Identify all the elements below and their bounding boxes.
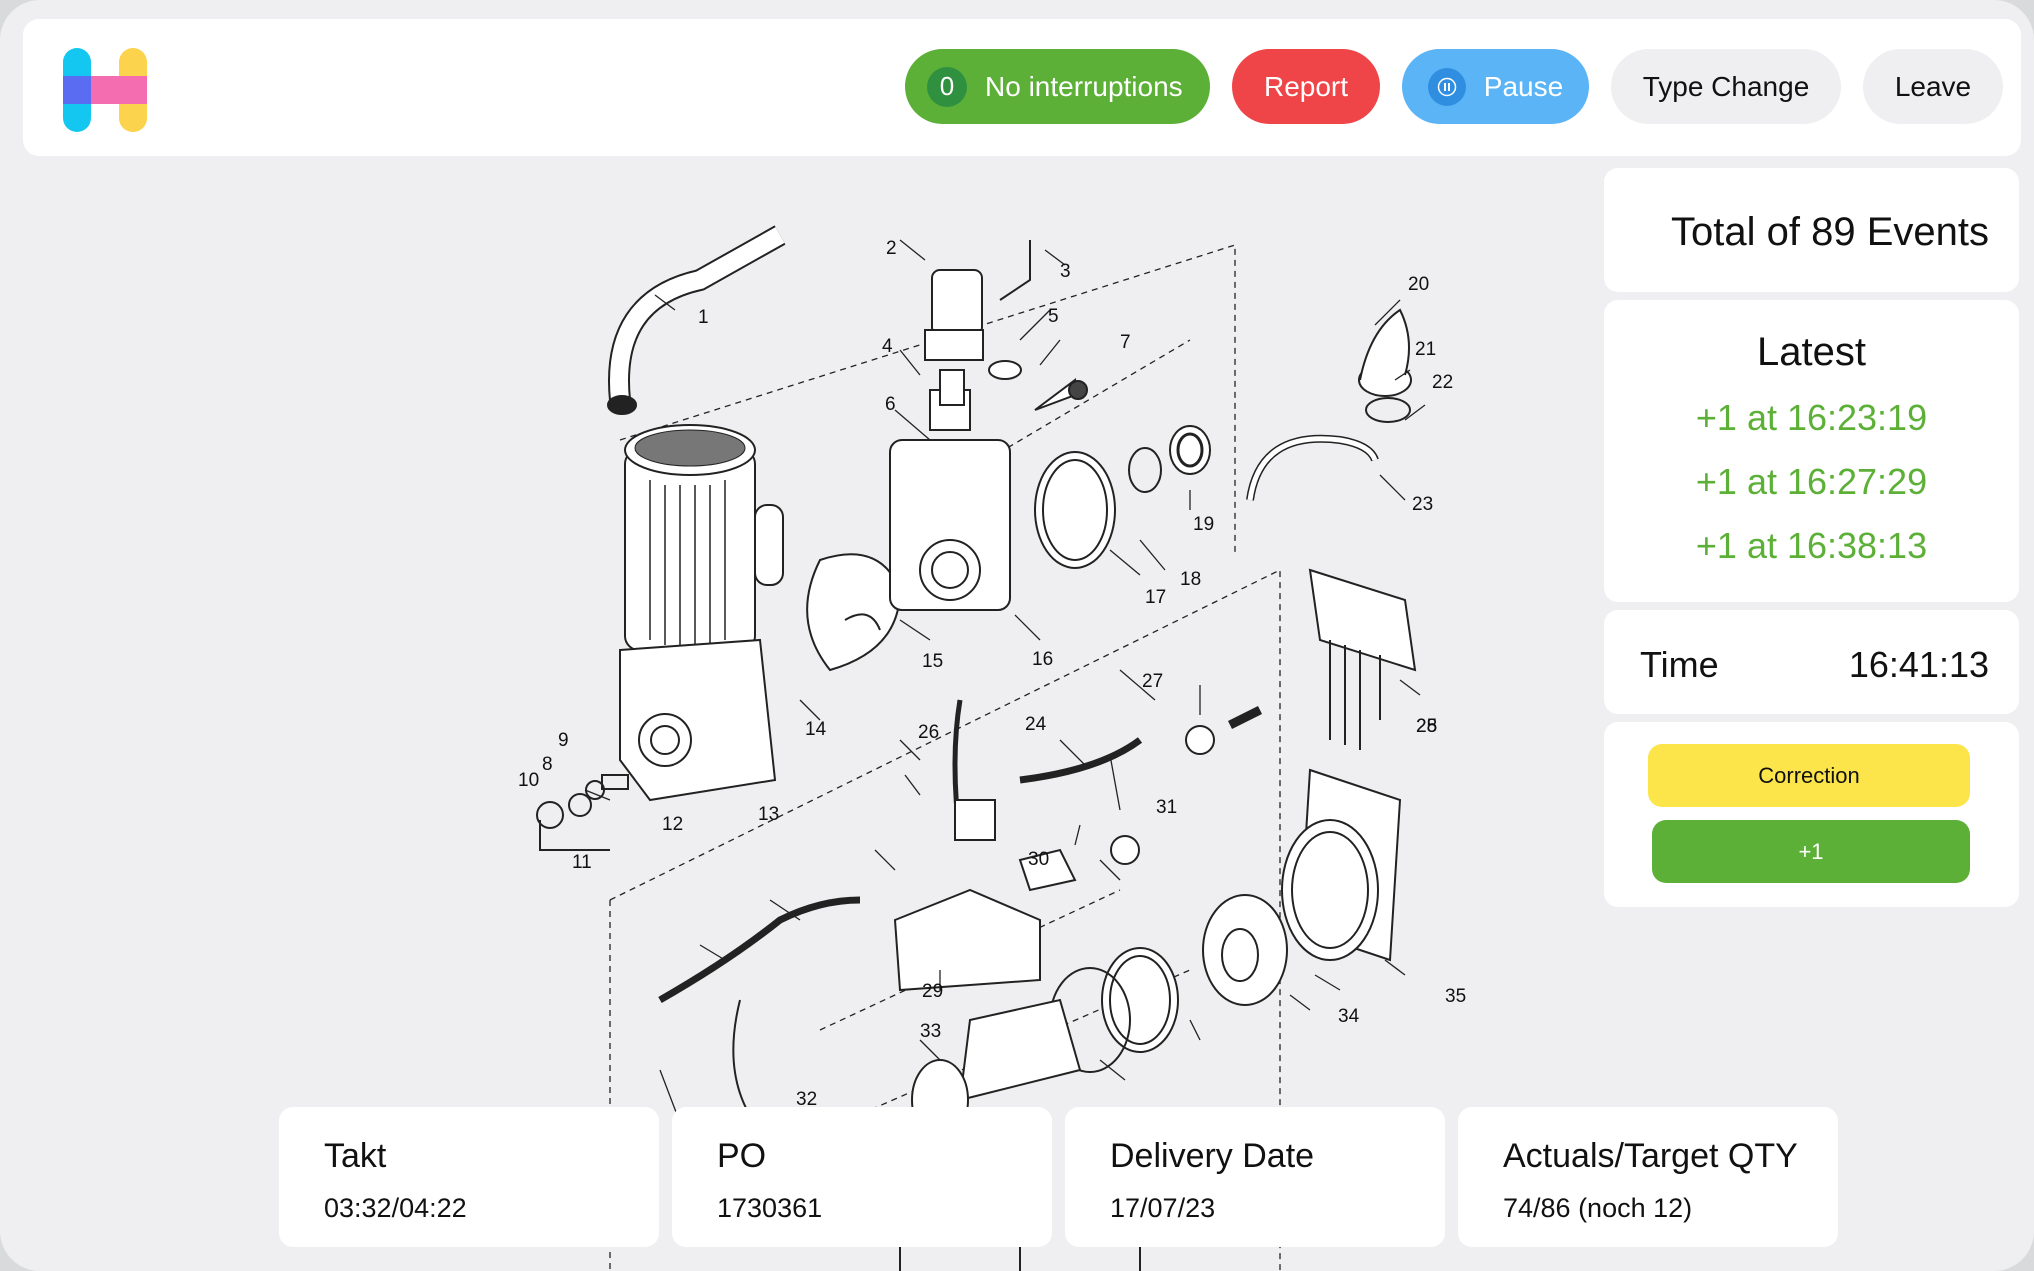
part-label: 27 [1142, 671, 1163, 692]
leave-button[interactable]: Leave [1863, 49, 2003, 124]
takt-label: Takt [324, 1137, 387, 1175]
part-label: 14 [805, 719, 827, 740]
part-label: 26 [918, 722, 939, 743]
part-label: 32 [796, 1089, 817, 1110]
part-label: 7 [1120, 332, 1131, 353]
part-label: 30 [1028, 849, 1049, 870]
time-label: Time [1640, 644, 1719, 685]
part-label: 6 [885, 394, 896, 415]
total-events-card: Total of 89 Events [1604, 168, 2019, 292]
actions-card: Correction +1 [1604, 722, 2019, 907]
delivery-date-card: Delivery Date 17/07/23 [1065, 1107, 1445, 1247]
part-label: 4 [882, 336, 893, 357]
part-label: 20 [1408, 274, 1429, 295]
part-label: 21 [1415, 339, 1436, 360]
part-label: 22 [1432, 372, 1453, 393]
part-label: 9 [558, 730, 569, 751]
pause-label: Pause [1483, 70, 1564, 102]
latest-title: Latest [1757, 330, 1866, 374]
latest-event-item: +1 at 16:23:19 [1695, 397, 1928, 438]
pause-button[interactable]: Pause [1402, 49, 1589, 124]
part-label: 35 [1445, 986, 1466, 1007]
quantity-card: Actuals/Target QTY 74/86 (noch 12) [1458, 1107, 1838, 1247]
report-button[interactable]: Report [1232, 49, 1380, 124]
part-label: 24 [1025, 714, 1047, 735]
add-one-button[interactable]: +1 [1652, 820, 1970, 883]
quantity-value: 74/86 (noch 12) [1503, 1193, 1693, 1223]
part-label: 29 [922, 981, 943, 1002]
part-label: 5 [1048, 306, 1059, 327]
part-label: 16 [1032, 649, 1053, 670]
part-label: 13 [758, 804, 779, 825]
part-label: 1 [698, 307, 709, 328]
part-label: 18 [1180, 569, 1201, 590]
type-change-button[interactable]: Type Change [1611, 49, 1841, 124]
latest-event-item: +1 at 16:27:29 [1695, 461, 1928, 502]
part-number-labels: 1 2 3 4 5 6 7 8 9 10 11 12 13 14 15 16 1… [518, 238, 1466, 1110]
part-label: 11 [572, 852, 592, 873]
pause-icon [1427, 67, 1466, 106]
part-label: 25 [1416, 716, 1437, 737]
time-value: 16:41:13 [1848, 644, 1989, 685]
interruptions-count-badge: 0 [927, 66, 967, 107]
part-label: 33 [920, 1021, 941, 1042]
delivery-date-value: 17/07/23 [1110, 1193, 1216, 1223]
time-card: Time 16:41:13 [1604, 610, 2019, 714]
correction-button[interactable]: Correction [1648, 744, 1970, 807]
part-label: 17 [1145, 587, 1166, 608]
total-events-text: Total of 89 Events [1671, 210, 1989, 254]
po-label: PO [717, 1137, 767, 1175]
part-label: 12 [662, 814, 683, 835]
app-logo-icon [63, 48, 147, 132]
quantity-label: Actuals/Target QTY [1503, 1137, 1798, 1175]
part-label: 23 [1412, 494, 1433, 515]
part-label: 28 [1416, 716, 1437, 737]
part-label: 15 [922, 651, 943, 672]
po-value: 1730361 [717, 1193, 823, 1223]
part-label: 10 [518, 770, 539, 791]
delivery-date-label: Delivery Date [1110, 1137, 1315, 1175]
po-card: PO 1730361 [672, 1107, 1052, 1247]
header-bar: 0 No interruptions Report Pause Type Cha… [23, 19, 2021, 156]
no-interruptions-button[interactable]: 0 No interruptions [905, 49, 1210, 124]
part-label: 3 [1060, 261, 1071, 282]
part-label: 34 [1338, 1006, 1360, 1027]
part-label: 19 [1193, 514, 1214, 535]
part-label: 31 [1156, 797, 1177, 818]
latest-event-item: +1 at 16:38:13 [1695, 525, 1928, 566]
latest-events-card: Latest +1 at 16:23:19 +1 at 16:27:29 +1 … [1604, 300, 2019, 602]
no-interruptions-label: No interruptions [985, 70, 1183, 102]
takt-value: 03:32/04:22 [324, 1193, 467, 1223]
part-label: 2 [886, 238, 897, 259]
part-label: 8 [542, 754, 553, 775]
takt-card: Takt 03:32/04:22 [279, 1107, 659, 1247]
